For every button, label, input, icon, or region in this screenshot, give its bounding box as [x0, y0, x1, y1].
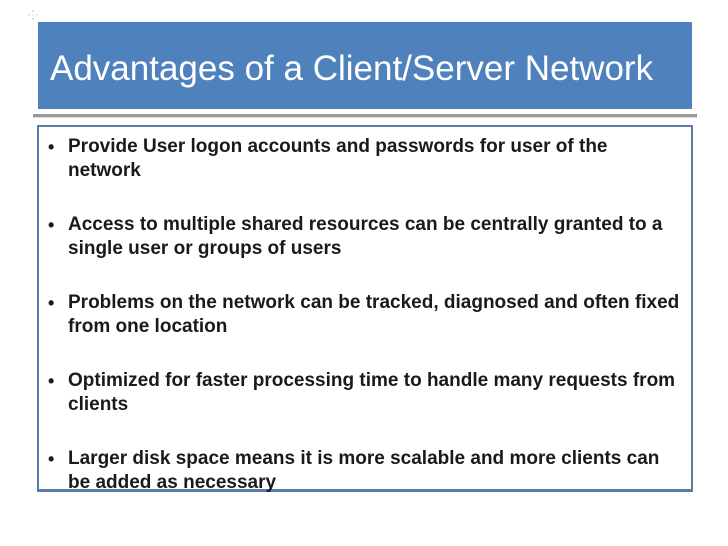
bullet-text-segment: and more clients can be added as necessa… [68, 448, 660, 493]
divider-line [33, 114, 697, 118]
corner-dots-artifact [27, 9, 39, 22]
slide-title: Advantages of a Client/Server Network [50, 48, 654, 88]
bullet-item: Optimized for faster processing time to … [39, 369, 681, 417]
bullet-text-segment: more scalable [338, 448, 466, 469]
bullet-item: Larger disk space means it is more scala… [39, 447, 681, 495]
title-banner: Advantages of a Client/Server Network [38, 22, 692, 109]
bullet-item: Problems on the network can be tracked, … [39, 291, 681, 339]
bullet-list: Provide User logon accounts and password… [39, 127, 691, 495]
bullet-text-segment: Access to multiple shared resources can … [68, 214, 663, 259]
bullet-text-segment: Problems on the network can be tracked, … [68, 292, 680, 337]
bullet-item: Provide User logon accounts and password… [39, 135, 681, 183]
bullet-text-segment: Larger disk space means it is [68, 448, 339, 469]
content-box: Provide User logon accounts and password… [37, 125, 693, 495]
bullet-text-segment: Provide User logon accounts and password… [68, 136, 608, 181]
bullet-item: Access to multiple shared resources can … [39, 213, 681, 261]
bullet-text-segment: Optimized for faster processing time to … [68, 370, 676, 415]
